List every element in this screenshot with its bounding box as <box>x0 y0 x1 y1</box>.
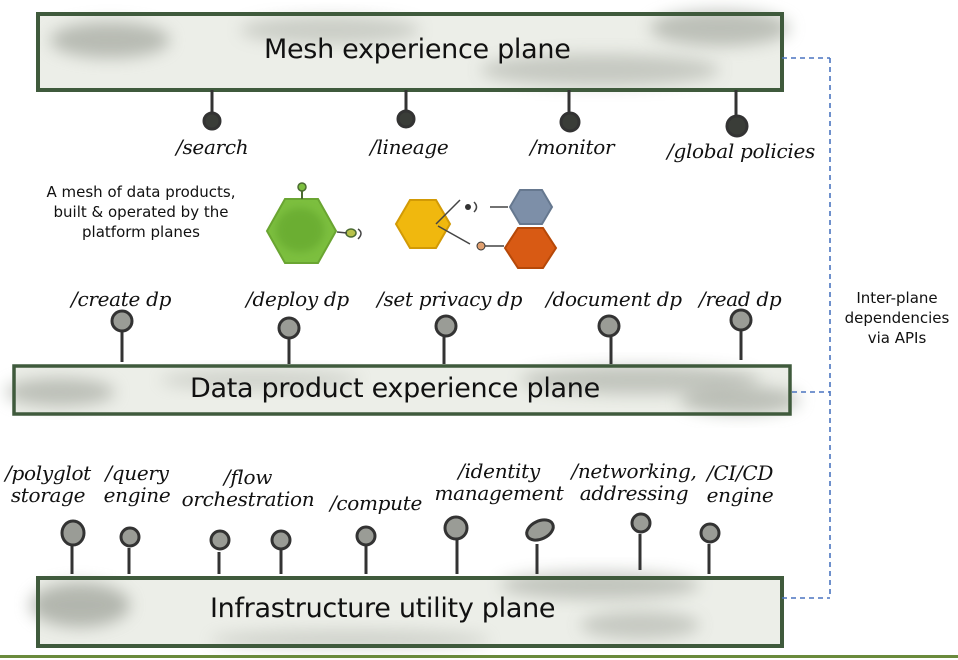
api-create-dp: /create dp <box>71 287 172 311</box>
api-read-dp: /read dp <box>699 287 782 311</box>
api-compute: /compute <box>324 492 428 514</box>
api-global-policies: /global policies <box>667 139 815 163</box>
api-identity-management: /identity management <box>430 460 568 504</box>
polyglot-storage-line-1: /polyglot <box>5 461 91 485</box>
api-search: /search <box>176 135 249 159</box>
mesh-experience-plane-box <box>36 10 790 92</box>
api-document-dp: /document dp <box>546 287 682 311</box>
api-deploy-dp: /deploy dp <box>246 287 349 311</box>
api-monitor: /monitor <box>530 135 615 159</box>
api-lineage: /lineage <box>370 135 449 159</box>
cicd-engine-line-2: engine <box>706 483 774 507</box>
networking-addressing-line-1: /networking, <box>571 459 697 483</box>
flow-orchestration-line-2: orchestration <box>181 487 315 511</box>
data-product-hex-yellow <box>394 199 452 249</box>
api-networking-addressing: /networking, addressing <box>566 460 702 504</box>
infrastructure-utility-plane-label: Infrastructure utility plane <box>210 593 556 624</box>
data-product-api-connectors <box>110 308 753 364</box>
infra-api-connectors <box>60 512 721 574</box>
inter-plane-dependency-lines <box>782 57 831 599</box>
api-set-privacy-dp: /set privacy dp <box>377 287 523 311</box>
data-product-hex-orange <box>503 227 558 269</box>
api-flow-orchestration: /flow orchestration <box>180 466 316 510</box>
data-product-mesh <box>265 182 558 269</box>
data-product-hex-blue <box>508 189 554 225</box>
data-product-experience-plane-label: Data product experience plane <box>190 373 600 404</box>
inter-plane-dependencies-note: Inter-plane dependencies via APIs <box>836 288 958 348</box>
mesh-note-line-1: A mesh of data products, <box>46 183 236 201</box>
dependencies-note-line-2: dependencies <box>844 309 950 327</box>
identity-management-line-2: management <box>434 481 564 505</box>
data-product-experience-plane-box <box>5 364 800 416</box>
cicd-engine-line-1: /CI/CD <box>706 461 774 485</box>
polyglot-storage-line-2: storage <box>10 483 86 507</box>
mesh-api-connectors <box>202 90 749 138</box>
bottom-rule <box>0 655 958 658</box>
mesh-of-data-products-note: A mesh of data products, built & operate… <box>16 182 266 242</box>
api-query-engine: /query engine <box>100 462 174 506</box>
compute-line-1: /compute <box>329 491 423 515</box>
mesh-note-line-3: platform planes <box>82 223 200 241</box>
api-polyglot-storage: /polyglot storage <box>2 462 94 506</box>
flow-orchestration-line-1: /flow <box>223 465 273 489</box>
query-engine-line-2: engine <box>103 483 171 507</box>
networking-addressing-line-2: addressing <box>579 481 689 505</box>
api-cicd-engine: /CI/CD engine <box>702 462 778 506</box>
mesh-note-line-2: built & operated by the <box>53 203 229 221</box>
dependencies-note-line-3: via APIs <box>867 329 927 347</box>
infrastructure-utility-plane-box <box>30 571 784 650</box>
dependencies-note-line-1: Inter-plane <box>856 289 938 307</box>
mesh-experience-plane-label: Mesh experience plane <box>264 34 571 65</box>
query-engine-line-1: /query <box>105 461 169 485</box>
identity-management-line-1: /identity <box>458 459 540 483</box>
